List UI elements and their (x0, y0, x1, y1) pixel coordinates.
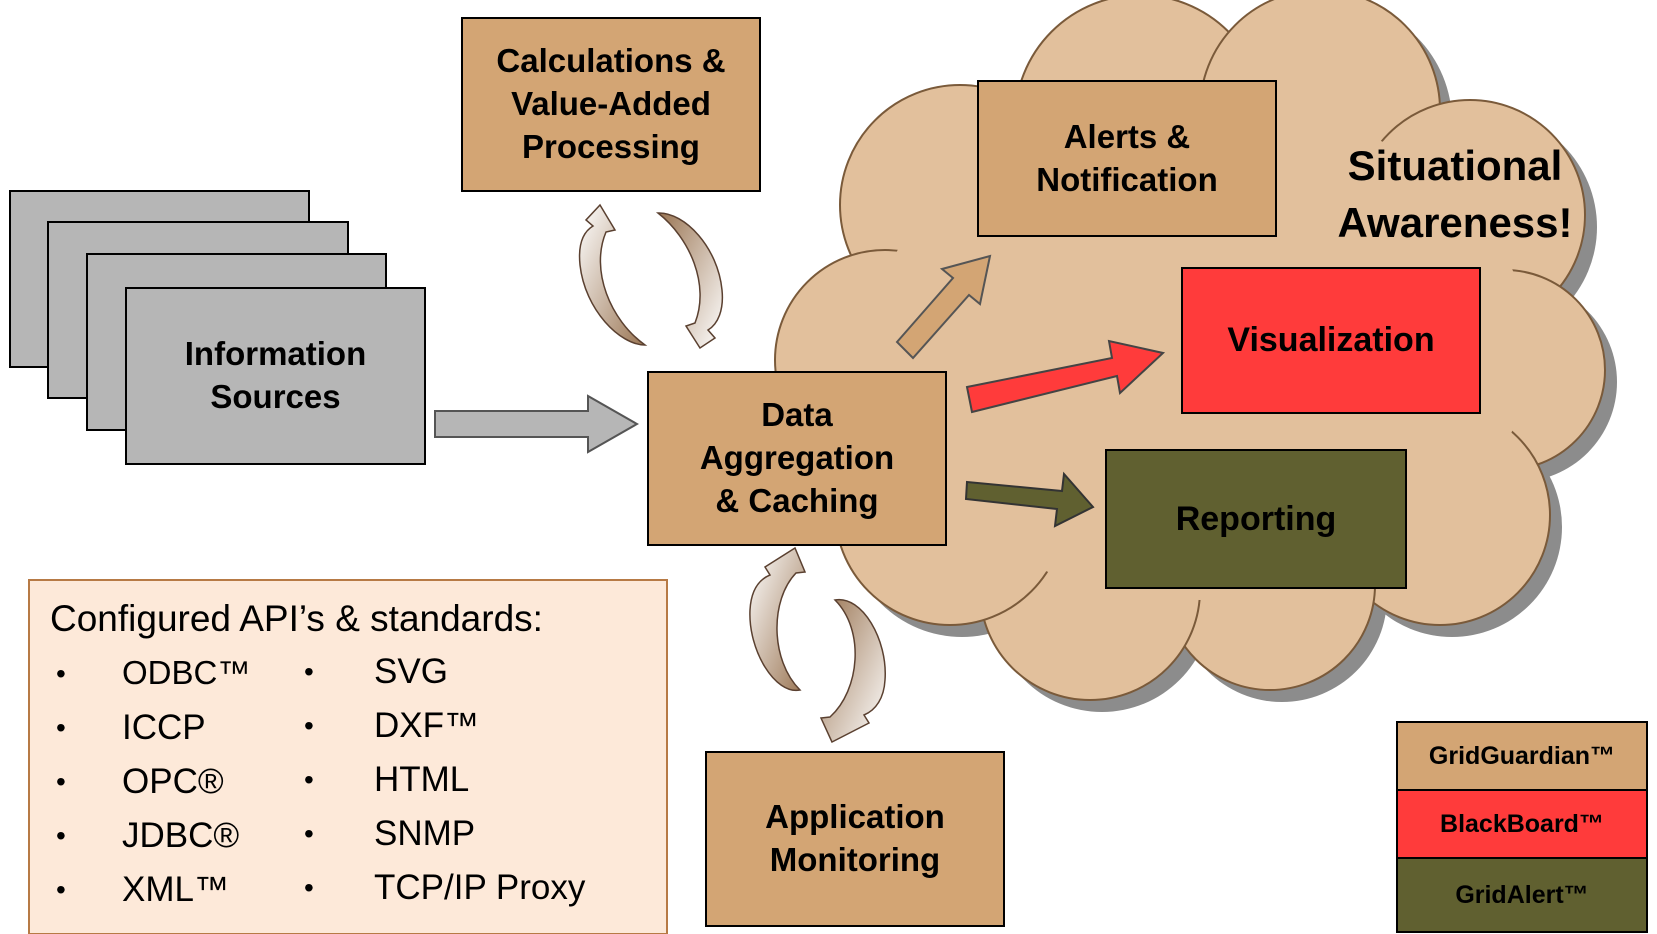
situational-awareness-label: Situational Awareness! (1337, 142, 1573, 246)
calculations-label: Calculations & Value-Added Processing (496, 42, 726, 165)
legend-blackboard-swatch (1396, 789, 1648, 859)
legend-gridalert-swatch (1396, 857, 1648, 933)
standard-xml: XML™ (122, 870, 229, 909)
calculations-box (461, 17, 761, 192)
alerts-label: Alerts & Notification (1036, 117, 1218, 198)
standard-iccp: ICCP (122, 708, 206, 747)
sources-to-aggregation-arrow (434, 394, 640, 454)
reporting-label: Reporting (1175, 499, 1337, 538)
information-sources-label: Information Sources (184, 335, 367, 415)
bullet: • (304, 710, 314, 741)
standards-box-bg (28, 579, 668, 934)
application-monitoring-box (705, 751, 1005, 927)
legend-gridguardian: GridGuardian™ (1428, 741, 1616, 770)
standard-odbc: ODBC™ (122, 654, 251, 691)
reporting-box (1105, 449, 1407, 589)
aggregation-to-reporting-arrow (964, 471, 1095, 528)
standard-svg: SVG (374, 652, 448, 691)
standard-opc: OPC® (122, 762, 224, 801)
bullet: • (56, 766, 66, 797)
source-card-1 (125, 287, 426, 465)
standard-jdbc: JDBC® (122, 816, 240, 855)
bullet: • (304, 818, 314, 849)
standards-heading: Configured API’s & standards: (50, 598, 543, 639)
bullet: • (56, 874, 66, 905)
bullet: • (56, 658, 66, 689)
legend-gridalert: GridAlert™ (1455, 880, 1589, 909)
legend-blackboard: BlackBoard™ (1440, 809, 1604, 838)
bullet: • (56, 820, 66, 851)
legend-gridguardian-swatch (1396, 721, 1648, 791)
bullet: • (56, 712, 66, 743)
standard-tcpip-proxy: TCP/IP Proxy (374, 868, 586, 907)
aggregation-to-visualization-arrow (965, 339, 1166, 414)
bullet: • (304, 872, 314, 903)
standard-snmp: SNMP (374, 814, 476, 853)
standard-dxf: DXF™ (374, 706, 479, 745)
bullet: • (304, 656, 314, 687)
aggregation-to-alerts-arrow (895, 254, 992, 360)
standard-html: HTML (374, 760, 470, 799)
visualization-box (1181, 267, 1481, 414)
alerts-box (977, 80, 1277, 237)
information-sources-stack (9, 190, 426, 465)
data-aggregation-label: Data Aggregation & Caching (699, 396, 895, 519)
application-monitoring-label: Application Monitoring (765, 798, 945, 878)
visualization-label: Visualization (1227, 321, 1435, 360)
data-aggregation-box (647, 371, 947, 546)
bullet: • (304, 764, 314, 795)
monitoring-cycle-arrows (749, 546, 886, 744)
calculations-cycle-arrows (578, 203, 724, 350)
